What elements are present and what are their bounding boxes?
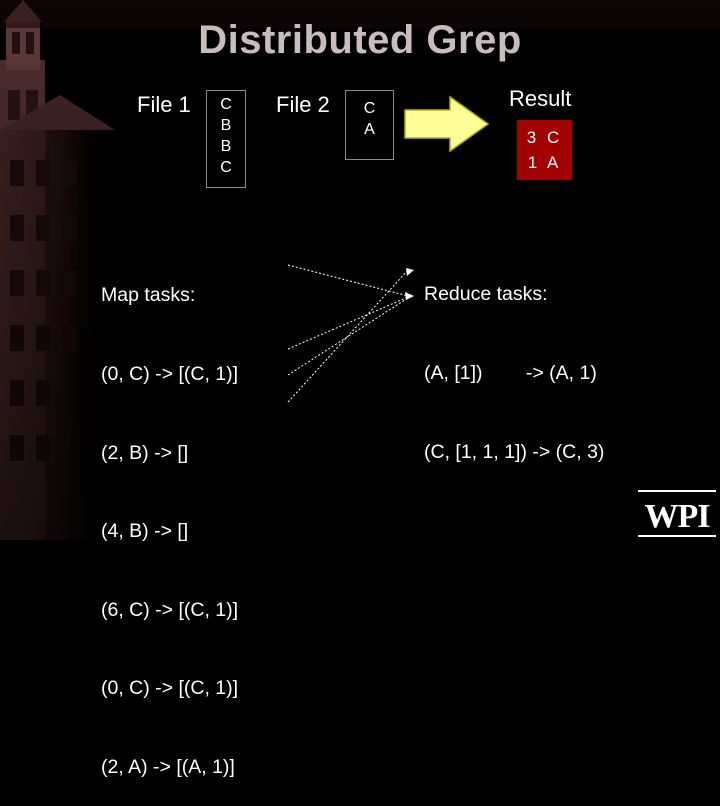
- result-label: Result: [509, 86, 572, 111]
- result-line: 1 A: [527, 153, 562, 172]
- map-task-row: (0, C) -> [(C, 1)]: [101, 677, 239, 700]
- reduce-tasks-heading: Reduce tasks:: [424, 283, 548, 306]
- result-line: 3 C: [526, 128, 563, 147]
- file2-label: File 2: [276, 92, 330, 117]
- map-task-row: (6, C) -> [(C, 1)]: [101, 598, 239, 621]
- file2-line: C: [363, 100, 376, 117]
- map-tasks-heading: Map tasks:: [101, 284, 196, 307]
- reduce-task-row: (C, [1, 1, 1]) -> (C, 3): [424, 440, 605, 463]
- file1-box: C B B C: [206, 90, 246, 188]
- reduce-task-row: (A, [1]) -> (A, 1): [424, 362, 597, 385]
- map-tasks-block: Map tasks: (0, C) -> [(C, 1)] (2, B) -> …: [101, 230, 238, 806]
- file1-line: B: [220, 117, 232, 134]
- map-task-row: (4, B) -> []: [101, 520, 189, 543]
- file1-line: C: [220, 96, 232, 113]
- file1-line: C: [220, 159, 232, 176]
- map-task-row: (2, A) -> [(A, 1)]: [101, 756, 235, 779]
- file2-box: C A: [345, 90, 394, 160]
- wpi-logo-text: WPI: [645, 498, 711, 535]
- map-task-row: (0, C) -> [(C, 1)]: [101, 363, 239, 386]
- map-task-row: (2, B) -> []: [101, 441, 189, 464]
- wpi-logo: WPI: [634, 487, 720, 540]
- slide-title: Distributed Grep: [198, 18, 522, 62]
- file1-line: B: [220, 138, 232, 155]
- file2-line: A: [364, 121, 375, 138]
- file1-label: File 1: [137, 92, 191, 117]
- result-box: 3 C 1 A: [517, 120, 572, 180]
- reduce-tasks-block: Reduce tasks: (A, [1]) -> (A, 1) (C, [1,…: [424, 229, 604, 491]
